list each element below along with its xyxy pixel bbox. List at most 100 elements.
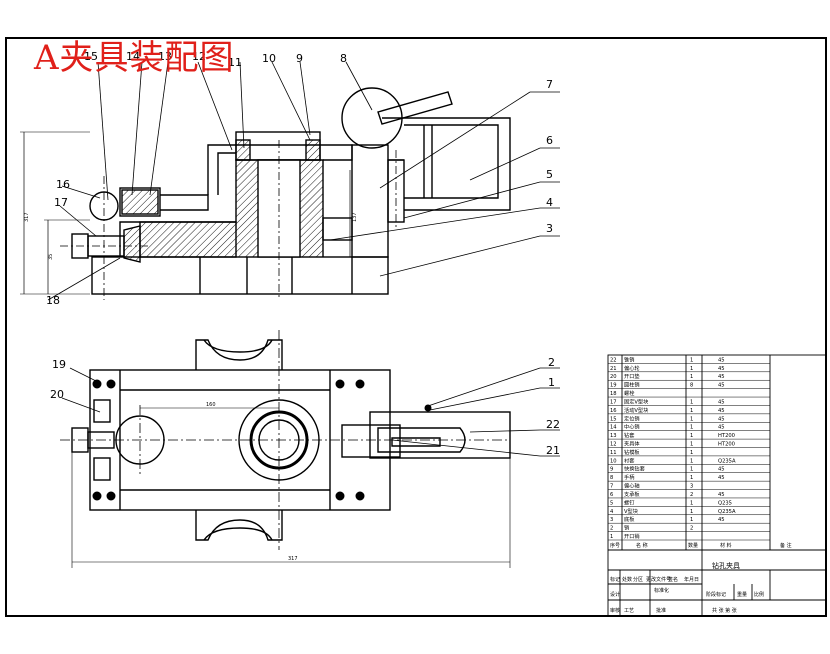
support-block	[351, 144, 389, 258]
balloon-8: 8	[340, 52, 347, 65]
bom-cell-mat: HT200	[718, 442, 735, 448]
bom-cell-mat: 45	[718, 416, 725, 422]
bom-header-name: 名 称	[636, 542, 648, 549]
bom-cell-no: 16	[610, 408, 617, 414]
bom-cell-mat: 45	[718, 475, 725, 481]
balloon-18: 18	[46, 294, 60, 307]
tb-label-3: 更改文件号	[646, 576, 671, 583]
front-section-view	[20, 87, 511, 300]
bom-cell-no: 19	[610, 383, 617, 389]
tb-label-5: 年月日	[684, 576, 699, 583]
bom-cell-qty: 1	[690, 408, 693, 414]
bom-cell-name: 支承板	[624, 490, 640, 498]
tb-row2-2: 阶段标记	[706, 591, 726, 598]
bom-cell-qty: 1	[690, 458, 693, 464]
balloon-21: 21	[546, 444, 560, 457]
bom-cell-mat: 45	[718, 517, 725, 523]
tb-row2-0: 设计	[610, 591, 620, 598]
balloon-3: 3	[546, 222, 553, 235]
balloon-7: 7	[546, 78, 553, 91]
bom-header-mat: 材 料	[720, 542, 732, 549]
bom-cell-name: 活动V型块	[624, 406, 649, 414]
bom-cell-qty: 2	[690, 492, 693, 498]
bom-cell-mat: Q235A	[718, 458, 736, 464]
dim-height: 137	[352, 212, 358, 222]
bom-cell-name: 圆柱销	[624, 381, 640, 389]
bom-cell-qty: 1	[690, 399, 693, 405]
bom-cell-name: 手柄	[624, 473, 634, 481]
drawing-frame	[5, 37, 827, 617]
tb-label-4: 签名	[668, 576, 678, 583]
bom-cell-mat: HT200	[718, 433, 735, 439]
leaders-top	[47, 61, 560, 301]
bom-cell-qty: 1	[690, 509, 693, 515]
bom-cell-qty: 1	[690, 425, 693, 431]
balloon-17: 17	[54, 196, 68, 209]
bom-header-qty: 数量	[688, 542, 698, 549]
balloon-12: 12	[192, 50, 206, 63]
bom-cell-mat: Q235A	[718, 509, 736, 515]
bom-cell-name: 夹具体	[624, 440, 640, 448]
balloon-10: 10	[262, 52, 276, 65]
bom-cell-qty: 1	[690, 366, 693, 372]
tb-row3-3: 共 张 第 张	[712, 607, 737, 614]
bom-cell-no: 20	[610, 374, 617, 380]
bom-cell-no: 2	[610, 526, 613, 532]
bom-cell-no: 5	[610, 500, 613, 506]
bom-cell-name: 销	[624, 524, 629, 532]
dim-height-left: 317	[24, 212, 30, 222]
bom-cell-mat: 45	[718, 492, 725, 498]
leaders-bottom	[61, 367, 560, 457]
bom-cell-name: 快换钻套	[624, 465, 646, 473]
balloon-6: 6	[546, 134, 553, 147]
balloon-20: 20	[50, 388, 64, 401]
bom-cell-mat: 45	[718, 374, 725, 380]
bom-cell-mat: 45	[718, 366, 725, 372]
bom-cell-name: 衬套	[624, 456, 635, 464]
balloon-9: 9	[296, 52, 303, 65]
bom-cell-no: 22	[610, 357, 617, 363]
balloon-16: 16	[56, 178, 70, 191]
bom-cell-name: 偏心轴	[624, 482, 640, 490]
bom-cell-qty: 1	[690, 442, 693, 448]
bom-cell-name: 底板	[624, 515, 635, 523]
bom-cell-qty: 1	[690, 467, 693, 473]
bom-cell-no: 15	[610, 416, 617, 422]
drawing-title: A夹具装配图	[34, 38, 235, 78]
tb-row2-1: 标准化	[654, 587, 669, 594]
bom-cell-name: 定位销	[624, 414, 640, 422]
bom-cell-name: 偏心轮	[624, 364, 640, 372]
bom-header-remark: 备 注	[780, 542, 792, 549]
bom-cell-name: 固定V型块	[624, 397, 649, 405]
balloon-19: 19	[52, 358, 66, 371]
dim-height-small: 35	[48, 254, 54, 260]
balloon-13: 13	[158, 50, 172, 63]
bom-cell-qty: 1	[690, 450, 693, 456]
bom-cell-name: 螺钉	[624, 498, 634, 506]
balloon-15: 15	[84, 50, 98, 63]
bom-cell-no: 17	[610, 399, 617, 405]
bom-cell-qty: 2	[690, 526, 693, 532]
bom-cell-qty: 1	[690, 357, 693, 363]
plan-bolts	[92, 379, 432, 501]
bom-cell-name: 开口销	[624, 532, 640, 540]
balloon-2: 2	[548, 356, 555, 369]
bom-cell-qty: 1	[690, 517, 693, 523]
bom-cell-no: 7	[610, 484, 613, 490]
bom-cell-mat: 45	[718, 383, 725, 389]
bom-cell-qty: 1	[690, 475, 693, 481]
bom-cell-qty: 1	[690, 374, 693, 380]
bom-cell-name: 中心销	[624, 423, 640, 431]
bom-cell-no: 1	[610, 534, 613, 540]
base-plate	[91, 256, 389, 295]
bom-cell-qty: 8	[690, 383, 693, 389]
bom-table	[607, 354, 827, 617]
tb-label-2: 分区	[633, 576, 643, 583]
balloon-11: 11	[228, 56, 242, 69]
bom-cell-mat: 45	[718, 467, 725, 473]
bom-cell-no: 4	[610, 509, 614, 515]
bom-cell-no: 14	[610, 425, 617, 431]
bom-cell-name: 开口垫	[624, 372, 640, 380]
tb-row2-3: 重量	[737, 591, 747, 598]
